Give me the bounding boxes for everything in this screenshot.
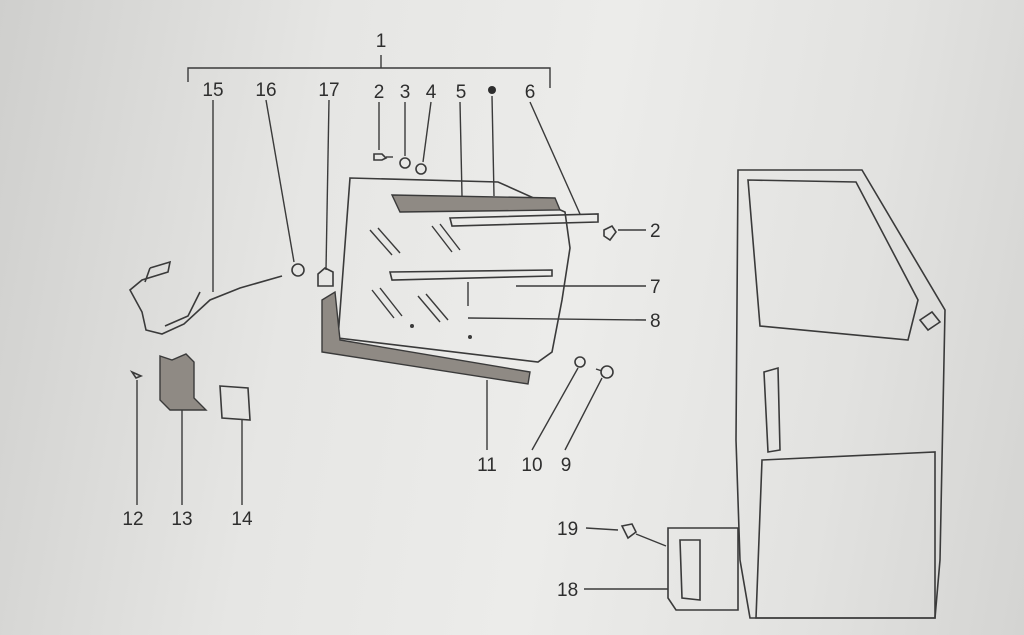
callout-9: 9 bbox=[561, 455, 572, 476]
callout-2-right: 2 bbox=[650, 221, 661, 242]
callout-10: 10 bbox=[521, 455, 542, 476]
callout-14: 14 bbox=[231, 509, 253, 530]
window-regulator-wire bbox=[128, 260, 283, 335]
screw bbox=[620, 523, 638, 540]
callout-7: 7 bbox=[650, 277, 661, 298]
callout-13: 13 bbox=[171, 509, 192, 530]
callout-12: 12 bbox=[122, 509, 143, 530]
callout-labels: 1 15 16 17 2 3 4 5 6 2 7 8 11 10 9 12 13… bbox=[122, 31, 660, 601]
callout-16: 16 bbox=[255, 80, 276, 101]
callout-17: 17 bbox=[318, 80, 339, 101]
door-frame bbox=[735, 169, 946, 619]
callout-5: 5 bbox=[456, 82, 467, 103]
plate bbox=[219, 385, 251, 421]
callout-18: 18 bbox=[557, 580, 578, 601]
callout-8: 8 bbox=[650, 311, 661, 332]
door-panel-bracket bbox=[667, 527, 739, 611]
small-hardware bbox=[129, 86, 617, 379]
callout-11: 11 bbox=[477, 455, 497, 476]
callout-4: 4 bbox=[426, 82, 437, 103]
group-bracket bbox=[187, 55, 551, 88]
weatherstrip bbox=[321, 290, 531, 385]
door-glass bbox=[337, 177, 571, 363]
lock-bracket bbox=[159, 353, 208, 411]
callout-3: 3 bbox=[400, 82, 411, 103]
glass-channel-mid bbox=[388, 269, 553, 281]
callout-15: 15 bbox=[202, 80, 223, 101]
callout-1: 1 bbox=[376, 31, 387, 52]
callout-19: 19 bbox=[557, 519, 578, 540]
callout-2-top: 2 bbox=[374, 82, 385, 103]
leader-lines bbox=[136, 95, 668, 590]
callout-6: 6 bbox=[525, 82, 536, 103]
glass-channel-top bbox=[390, 194, 599, 227]
